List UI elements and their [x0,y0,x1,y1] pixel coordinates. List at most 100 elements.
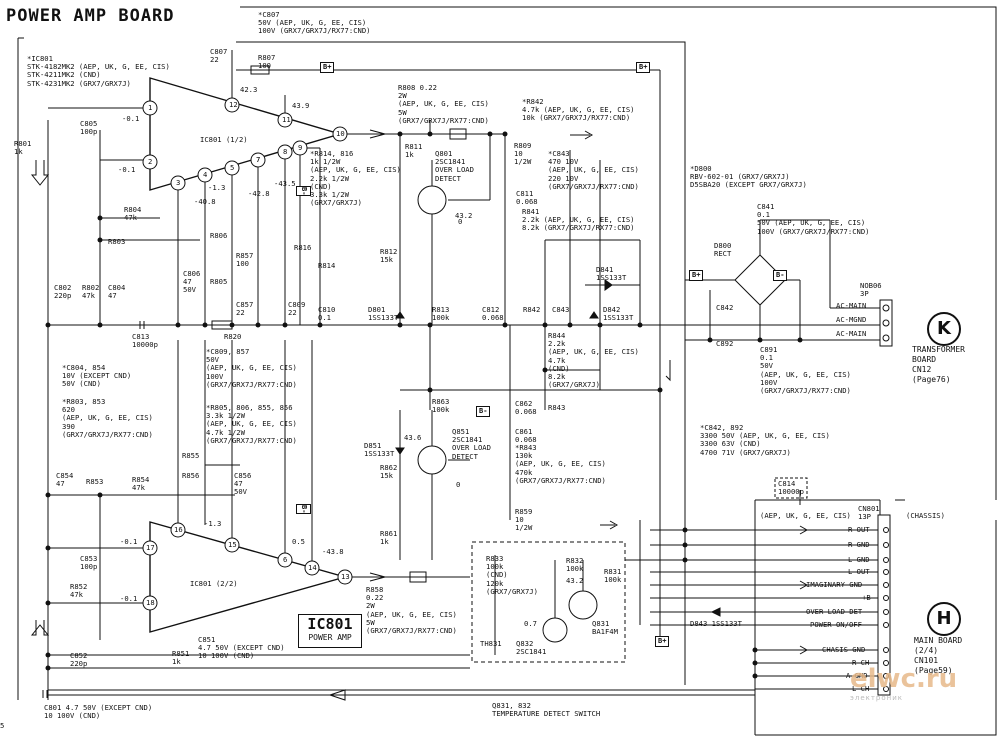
label-r807: R807 100 [258,53,276,71]
label-r831: R831 100k [604,567,622,585]
label-c857: C857 22 [236,300,254,318]
label-r814: R814 [318,261,336,270]
b-minus-tag: B- [476,406,491,417]
label-r861: R861 1k [380,529,398,547]
label-c843: C843 [552,305,570,314]
label-d851: D851 1SS133T [364,441,395,459]
label-q831-832: Q831, 832 TEMPERATURE DETECT SWITCH [492,701,601,719]
label-c842: C842 [716,303,734,312]
label-main-board: MAIN BOARD (2/4) CN101 (Page59) [914,636,963,675]
label-r811: R811 1k [405,142,423,160]
label-r844-note: R844 2.2k (AEP, UK, G, EE, CIS) 4.7k (CN… [548,331,639,390]
label-q832: Q832 2SC1841 [516,639,547,657]
voltage-label: -43.5 [274,179,296,188]
voltage-label: -0.1 [118,165,136,174]
pin-number: 12 [229,100,238,109]
watermark: elwc.ru электроник [850,664,957,702]
pin-number: 10 [336,129,345,138]
label-r802: R802 47k [82,283,100,301]
label-c861: C861 0.068 [515,427,537,445]
pin-number: 7 [256,155,261,164]
connector-pin-power-on-off: POWER ON/OFF [810,620,862,629]
label-r863: R863 100k [432,397,450,415]
b-minus-tag: B- [773,270,788,281]
label-r852: R852 47k [70,582,88,600]
voltage-label: -1.3 [204,519,222,528]
label-r814-note: *R814, 816 1k 1/2W (AEP, UK, G, EE, CIS)… [310,149,401,208]
pin-number: 8 [283,147,288,156]
label-r842: R842 [523,305,541,314]
watermark-sub: электроник [850,694,904,702]
label-c842-892: *C842, 892 3300 50V (AEP, UK, G, EE, CIS… [700,423,830,457]
pin-number: 15 [228,540,237,549]
label-c806: C806 47 50V [183,269,201,295]
label-c801: C801 4.7 50V (EXCEPT CND) 10 100V (CND) [44,703,153,721]
label-c809-857: *C809, 857 50V (AEP, UK, G, EE, CIS) 100… [206,347,297,389]
label-c813: C813 10000p [132,332,158,350]
b-minus-tag: B- [296,186,311,197]
label-r843-note: *R843 130k (AEP, UK, G, EE, CIS) 470k (G… [515,443,606,485]
pin-number: 2 [148,157,153,166]
label-c804-854: *C804, 854 10V (EXCEPT CND) 50V (CND) [62,363,132,389]
ic801-box-subtitle: POWER AMP [308,633,352,642]
label-ac-main-2: AC-MAIN [836,329,867,338]
label-c862: C862 0.068 [515,399,537,417]
label-th831: TH831 [480,639,502,648]
label-r855: R855 [182,451,200,460]
label-r813: R813 100k [432,305,450,323]
label-c891: C891 0.1 50V (AEP, UK, G, EE, CIS) 100V … [760,345,851,396]
label-c852: C852 220p [70,651,88,669]
label-r842-note: *R842 4.7k (AEP, UK, G, EE, CIS) 10k (GR… [522,97,635,123]
voltage-label: 0.7 [524,619,537,628]
label-ac-main-1: AC-MAIN [836,301,867,310]
label-q851: Q851 2SC1841 OVER LOAD DETECT [452,427,491,461]
label-r803: R803 [108,237,126,246]
label-c810: C810 0.1 [318,305,336,323]
label-r801: R801 1k [14,139,32,157]
label-c811: C811 0.068 [516,189,538,207]
pin-number: 3 [176,178,181,187]
label-r806: R806 [210,231,228,240]
label-ic801-half: IC801 (1/2) [200,135,248,144]
label-c856: C856 47 50V [234,471,252,497]
label-r820: R820 [224,332,242,341]
voltage-label: -0.1 [122,114,140,123]
label-r841: R841 2.2k (AEP, UK, G, EE, CIS) 8.2k (GR… [522,207,635,233]
label-r808: R808 0.22 2W (AEP, UK, G, EE, CIS) 5W (G… [398,83,489,125]
voltage-label: -0.1 [120,537,138,546]
b-plus-tag: B+ [636,62,651,73]
pin-number: 7 [256,155,261,164]
pin-number: 4 [203,170,208,179]
voltage-label: 0 [456,480,461,489]
board-ref-h: H [927,602,961,636]
label-c809: C809 22 [288,300,306,318]
voltage-label: -1.3 [208,183,226,192]
connector-pin-l-gnd: L-GND [848,555,870,564]
voltage-label: 43.2 [455,211,473,220]
connector-pin-chasis-gnd: CHASIS-GND [822,645,866,654]
pin-number: 6 [283,555,288,564]
label-c853: C853 100p [80,554,98,572]
voltage-label: 43.6 [404,433,422,442]
watermark-logo: elwc.ru [850,664,958,694]
voltage-label: -40.8 [194,197,216,206]
connector-pin-r-ch: R-CH [852,658,870,667]
label-c814-note: (AEP, UK, G, EE, CIS) [760,511,851,520]
label-d801: D801 1SS133T [368,305,399,323]
connector-pin-over-load-det: OVER LOAD DET [806,607,863,616]
label-transformer-board: TRANSFORMER BOARD CN12 (Page76) [912,345,965,384]
b-plus-tag: B+ [655,636,670,647]
label-c892: C892 [716,339,734,348]
label-d800-note: *D800 RBV-602-01 (GRX7/GRX7J) D5SBA20 (E… [690,164,807,190]
label-r805: R805 [210,277,228,286]
label-c854: C854 47 [56,471,74,489]
label-cn801: CN801 13P [858,504,880,522]
label-r833: R833 100k (CND) 120k (GRX7/GRX7J) [486,554,538,596]
voltage-label: -43.8 [322,547,344,556]
label-c843-note: *C843 470 10V (AEP, UK, G, EE, CIS) 220 … [548,149,639,191]
voltage-label: 0 [458,217,463,226]
voltage-label: 43.2 [566,576,584,585]
voltage-label: 42.3 [240,85,258,94]
label-d842: D842 1SS133T [603,305,634,323]
